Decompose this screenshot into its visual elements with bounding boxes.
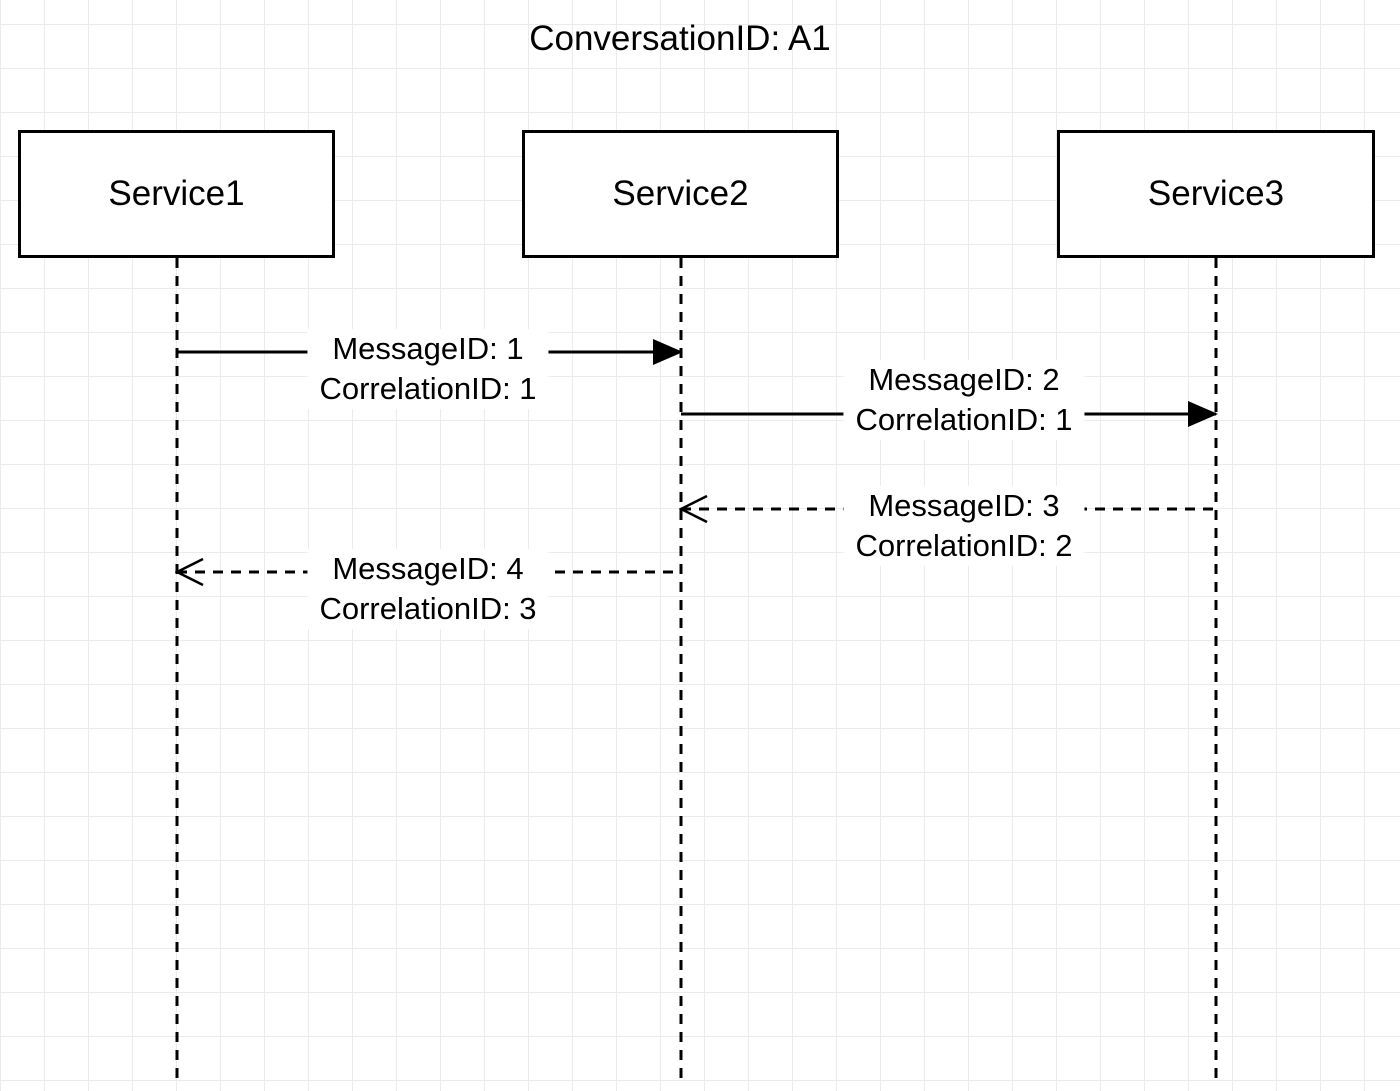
message-4-correlation: CorrelationID: 3 — [319, 591, 537, 626]
message-2-correlation: CorrelationID: 1 — [855, 402, 1073, 437]
message-4-id: MessageID: 4 — [332, 551, 524, 586]
message-3-id: MessageID: 3 — [868, 488, 1060, 523]
participant-service1: Service1 — [18, 130, 335, 258]
conversation-title: ConversationID: A1 — [529, 19, 831, 58]
participant-service3: Service3 — [1057, 130, 1375, 258]
message-2-label: MessageID: 2 CorrelationID: 1 — [843, 360, 1085, 440]
participant-service2: Service2 — [522, 130, 839, 258]
participant-service3-label: Service3 — [1147, 174, 1285, 213]
participant-service2-label: Service2 — [612, 174, 749, 213]
message-2-id: MessageID: 2 — [868, 362, 1060, 397]
message-1-correlation: CorrelationID: 1 — [319, 371, 537, 406]
message-3-label: MessageID: 3 CorrelationID: 2 — [843, 486, 1085, 566]
participant-service1-label: Service1 — [108, 174, 245, 213]
message-1-id: MessageID: 1 — [332, 331, 524, 366]
message-4-label: MessageID: 4 CorrelationID: 3 — [307, 549, 549, 629]
message-3-correlation: CorrelationID: 2 — [855, 528, 1073, 563]
message-1-label: MessageID: 1 CorrelationID: 1 — [307, 329, 549, 409]
